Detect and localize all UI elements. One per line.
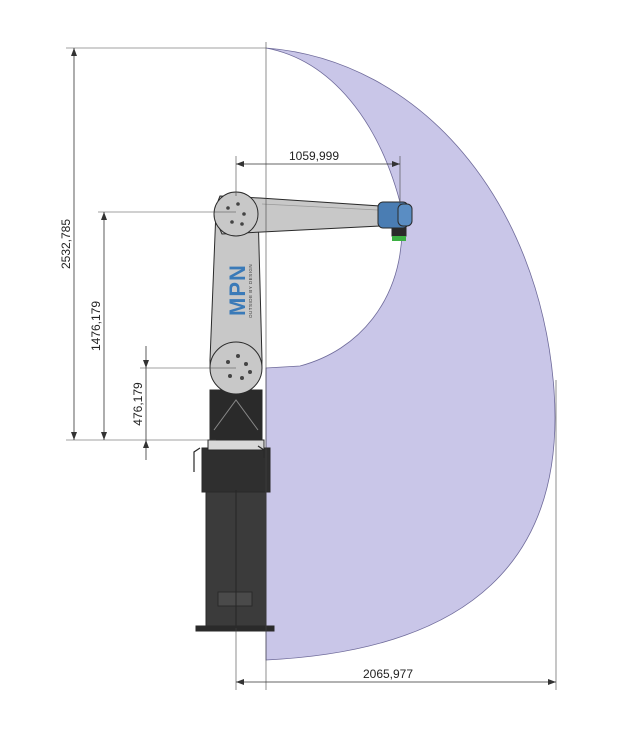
dimension-total-height: 2532,785	[59, 47, 266, 441]
shoulder-height-label: 476,179	[131, 382, 145, 426]
pedestal-flange	[207, 439, 265, 451]
tool-flange	[391, 227, 407, 237]
pedestal-cable-right	[257, 445, 265, 458]
max-reach-label: 2065,977	[363, 667, 413, 681]
arm-reach-label: 1059,999	[289, 149, 339, 163]
shoulder-brace	[213, 399, 259, 431]
elbow-joint	[213, 191, 259, 237]
total-height-label: 2532,785	[59, 219, 73, 269]
shoulder-housing	[209, 389, 263, 441]
wrist-cap	[397, 203, 413, 227]
dimension-max-reach: 2065,977	[235, 380, 557, 690]
dimension-shoulder-height: 476,179	[131, 346, 236, 460]
upper-arm-highlight	[261, 203, 379, 211]
robot-wrist	[377, 201, 413, 241]
arm-logo: MPN	[225, 264, 250, 316]
robot-lower-arm: MPN OUTSIDE BY DESIGN	[209, 209, 263, 395]
dimension-elbow-height: 1476,179	[89, 211, 236, 440]
pedestal-plate	[217, 591, 253, 607]
dimension-arm-reach: 1059,999	[235, 149, 401, 204]
arm-logo-subtext: OUTSIDE BY DESIGN	[248, 264, 253, 318]
tool-tip	[392, 236, 406, 241]
pedestal-cable	[193, 447, 201, 472]
robot-upper-arm	[213, 191, 381, 237]
shoulder-bolts	[226, 354, 252, 380]
elbow-bolts	[226, 202, 246, 226]
pedestal-upper	[201, 447, 271, 493]
workspace-envelope	[265, 47, 556, 661]
elbow-height-label: 1476,179	[89, 301, 103, 351]
robot-pedestal	[193, 439, 275, 632]
robot-shoulder-base	[209, 389, 263, 441]
pedestal-foot	[195, 625, 275, 632]
